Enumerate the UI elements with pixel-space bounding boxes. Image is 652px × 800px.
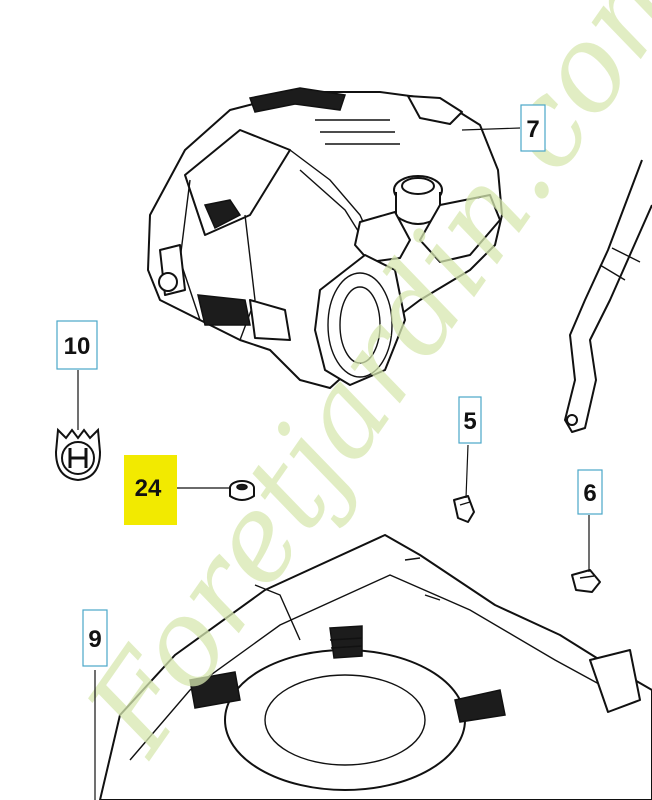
callout-7[interactable]: 7 [520,104,546,152]
callout-6-label: 6 [583,480,596,507]
clip-part-5 [453,495,475,523]
callout-9-label: 9 [88,626,101,653]
callout-6[interactable]: 6 [577,469,603,515]
callout-5-label: 5 [463,408,476,435]
callout-24-label: 24 [135,475,162,502]
callout-10[interactable]: 10 [56,320,98,370]
callout-9[interactable]: 9 [82,609,108,667]
leader-5 [465,444,469,499]
husqvarna-logo-icon [54,427,102,482]
engine-assembly [147,87,503,389]
mower-deck [99,534,652,800]
callout-5[interactable]: 5 [458,396,482,444]
handle-tube [564,159,652,433]
callout-10-label: 10 [64,333,91,360]
clip-part-6 [571,569,601,593]
callout-7-label: 7 [526,116,539,143]
leader-7 [461,127,521,131]
callout-24[interactable]: 24 [124,455,177,525]
